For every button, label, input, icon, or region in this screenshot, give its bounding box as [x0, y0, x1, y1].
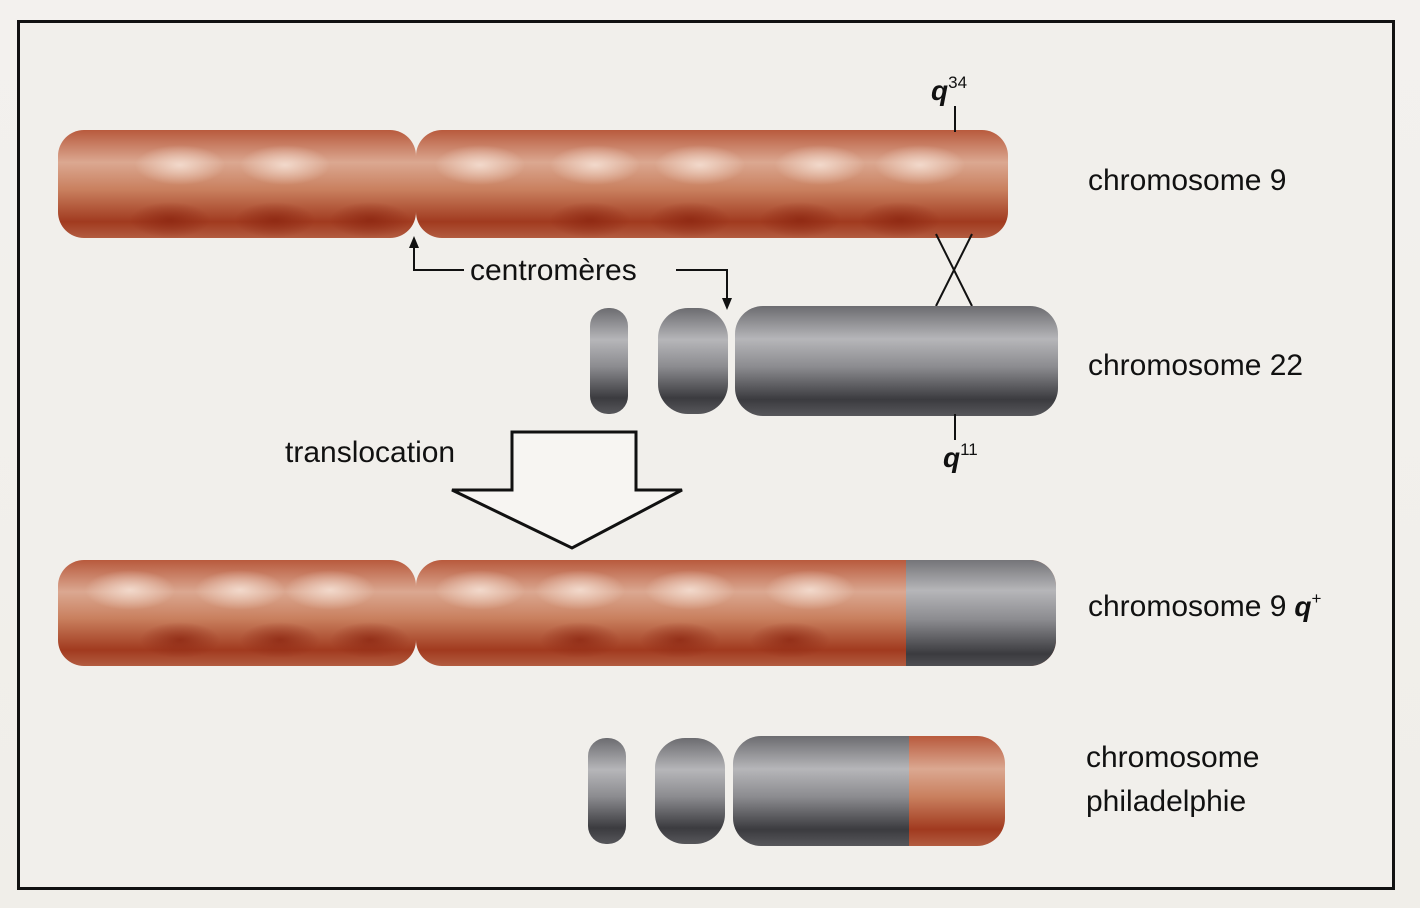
philadelphia-label-line2: philadelphie: [1086, 785, 1246, 818]
crossover-marker: [935, 233, 973, 307]
translocation-arrow: [451, 430, 683, 550]
philadelphia-chromosome-shape: [588, 736, 1005, 846]
q11-label: q11: [943, 440, 978, 473]
chromosome-9-shape: [58, 130, 1008, 238]
chromosome-9-label: chromosome 9: [1088, 164, 1286, 197]
chromosome-22-label: chromosome 22: [1088, 349, 1303, 382]
centromeres-label: centromères: [470, 254, 637, 287]
chromosome-22-shape: [590, 306, 1058, 416]
chromosome-9q-plus-shape: [58, 560, 1056, 666]
centromere-arrows: [409, 236, 732, 310]
q34-label: q34: [931, 73, 967, 106]
philadelphia-label-line1: chromosome: [1086, 741, 1259, 774]
translocation-label: translocation: [285, 436, 455, 469]
